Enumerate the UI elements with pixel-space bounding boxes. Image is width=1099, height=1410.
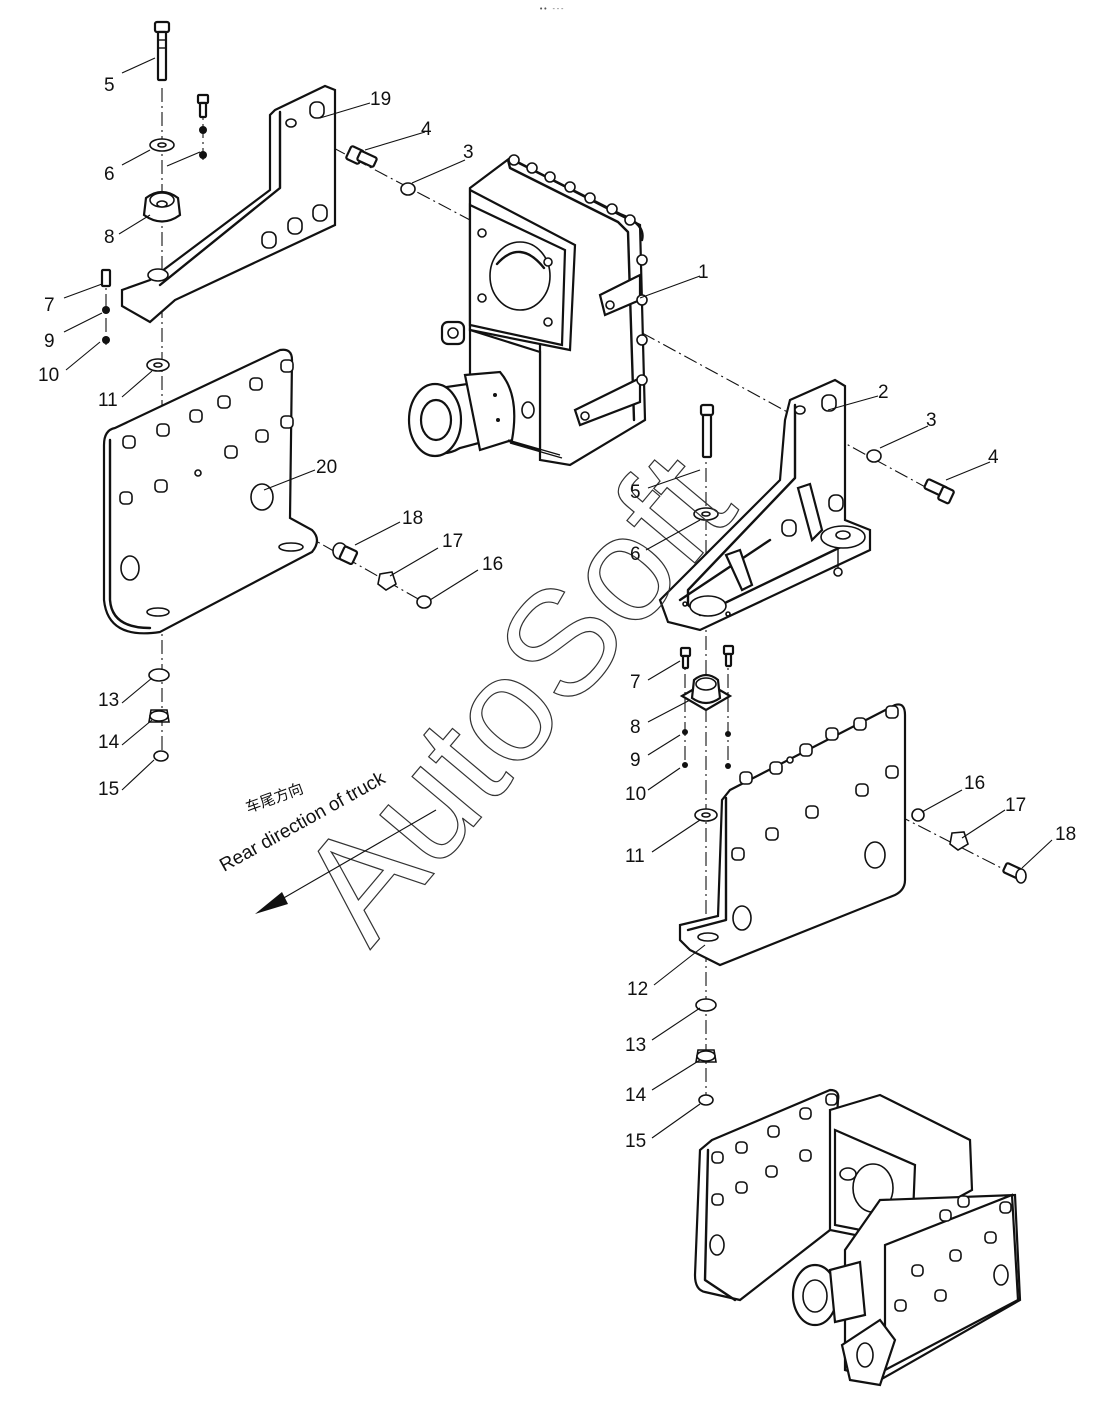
callout-4: 4 bbox=[421, 119, 432, 140]
callout-15-right: 15 bbox=[625, 1131, 646, 1152]
gearbox-edge-bolts bbox=[508, 154, 648, 386]
callout-9-right: 9 bbox=[630, 750, 641, 771]
right-bolt-and-washer bbox=[866, 449, 955, 505]
callout-11: 11 bbox=[98, 390, 118, 411]
callout-3-right: 3 bbox=[926, 410, 937, 431]
left-top-fasteners bbox=[100, 20, 210, 344]
callout-6: 6 bbox=[104, 164, 115, 185]
callout-3: 3 bbox=[463, 142, 474, 163]
callout-labels: 5 6 8 7 9 10 11 19 4 3 1 2 3 4 5 6 7 8 9… bbox=[38, 75, 1076, 1152]
callout-7-right: 7 bbox=[630, 672, 641, 693]
callout-1: 1 bbox=[698, 262, 709, 283]
transfer-gearbox bbox=[407, 154, 648, 467]
direction-arrow-icon bbox=[255, 892, 288, 914]
callout-16-right: 16 bbox=[964, 773, 985, 794]
callout-5-right: 5 bbox=[630, 482, 641, 503]
callout-11-right: 11 bbox=[625, 846, 645, 867]
callout-8-right: 8 bbox=[630, 717, 641, 738]
callout-14-right: 14 bbox=[625, 1085, 647, 1106]
callout-leaders bbox=[63, 57, 1053, 1139]
direction-label-chinese: 车尾方向 bbox=[243, 779, 306, 816]
callout-4-right: 4 bbox=[988, 447, 999, 468]
callout-13-right: 13 bbox=[625, 1035, 646, 1056]
assembled-view bbox=[693, 1088, 1022, 1387]
callout-16: 16 bbox=[482, 554, 503, 575]
callout-18-right: 18 bbox=[1055, 824, 1076, 845]
right-mounting-plate bbox=[678, 703, 907, 967]
callout-18: 18 bbox=[402, 508, 423, 529]
callout-13: 13 bbox=[98, 690, 119, 711]
right-upper-fasteners bbox=[679, 403, 735, 769]
gearbox-output-flange bbox=[407, 370, 516, 458]
callout-9: 9 bbox=[44, 331, 55, 352]
callout-7: 7 bbox=[44, 295, 55, 316]
callout-10: 10 bbox=[38, 365, 59, 386]
callout-10-right: 10 bbox=[625, 784, 646, 805]
right-mounting-bracket bbox=[658, 378, 872, 632]
header-mark: •• --- bbox=[539, 5, 564, 13]
left-mounting-plate bbox=[102, 348, 319, 635]
left-bolt-and-washer bbox=[345, 145, 416, 196]
callout-17: 17 bbox=[442, 531, 463, 552]
left-mounting-bracket bbox=[120, 84, 337, 324]
gearbox-input-connector bbox=[440, 320, 466, 346]
callout-2: 2 bbox=[878, 382, 889, 403]
callout-17-right: 17 bbox=[1005, 795, 1026, 816]
assembled-plate-nuts bbox=[711, 1093, 1012, 1312]
callout-19: 19 bbox=[370, 89, 391, 110]
callout-8: 8 bbox=[104, 227, 115, 248]
left-side-fastener-set bbox=[332, 542, 432, 609]
right-lower-fasteners bbox=[695, 998, 717, 1106]
callout-6-right: 6 bbox=[630, 544, 641, 565]
left-plate-nuts bbox=[119, 359, 294, 505]
callout-14: 14 bbox=[98, 732, 120, 753]
callout-5: 5 bbox=[104, 75, 115, 96]
callout-12: 12 bbox=[627, 979, 648, 1000]
left-lower-fasteners bbox=[146, 358, 170, 762]
callout-20: 20 bbox=[316, 457, 337, 478]
right-side-fastener-set bbox=[911, 808, 1027, 884]
callout-15: 15 bbox=[98, 779, 119, 800]
right-plate-nuts bbox=[731, 705, 899, 861]
